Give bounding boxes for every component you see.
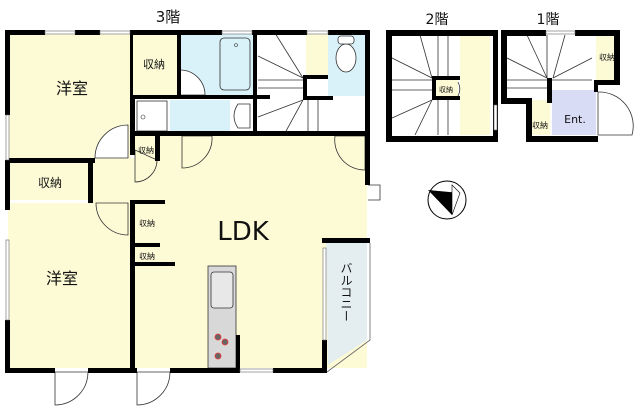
ldk-label: LDK: [217, 217, 270, 247]
closet-a-label: 収納: [143, 58, 165, 71]
f2-closet-label: 収納: [439, 85, 453, 94]
western-room-2-label: 洋室: [46, 269, 78, 288]
compass-icon: [427, 180, 467, 220]
hall-fill: [92, 158, 135, 203]
stove-icon: [214, 333, 222, 341]
floor-3-title: 3階: [156, 8, 181, 26]
washbasin-icon: [233, 103, 251, 129]
f1-closet-b-label: 収納: [532, 120, 548, 130]
walls-1f: [501, 30, 620, 142]
small-storage-fill: [306, 33, 328, 75]
closet-b-fill: [8, 163, 92, 200]
stairs-3f: [257, 32, 319, 134]
doors-3f: [54, 69, 381, 406]
entrance-fill: [552, 90, 596, 135]
floor-1-title: 1階: [537, 12, 560, 28]
walls-3f: [5, 30, 370, 373]
floor-2: 2階 収納: [386, 12, 498, 142]
floor-3: 3階 洋室 収納 収納 収納 収納 収納 洋室 LDK バルコニー: [5, 8, 381, 406]
washroom-tile: [170, 100, 230, 132]
balcony-label: バルコニー: [339, 262, 353, 322]
entrance-label: Ent.: [564, 113, 586, 126]
closet-c-label: 収納: [138, 145, 154, 155]
floor-2-title: 2階: [426, 12, 449, 28]
walls-2f: [386, 30, 498, 142]
toilet-icon: [335, 43, 357, 73]
kitchen-sink-icon: [210, 271, 234, 309]
bathtub-icon: [219, 37, 251, 91]
closet-e-label: 収納: [139, 251, 155, 261]
floor-1: 1階 収納 収納 Ent.: [501, 12, 634, 142]
windows-3f: [5, 30, 329, 373]
western-room-2-fill: [8, 203, 130, 368]
stairs-fill: [258, 33, 304, 133]
western-room-1-label: 洋室: [56, 79, 88, 98]
f1-closet-a-label: 収納: [599, 52, 615, 62]
stairs-2f: [391, 34, 449, 136]
balcony-fill: [326, 240, 367, 365]
closet-d-label: 収納: [139, 218, 155, 228]
washer-icon: [136, 100, 168, 132]
closet-a-fill: [131, 33, 177, 95]
closet-b-label: 収納: [38, 176, 62, 190]
